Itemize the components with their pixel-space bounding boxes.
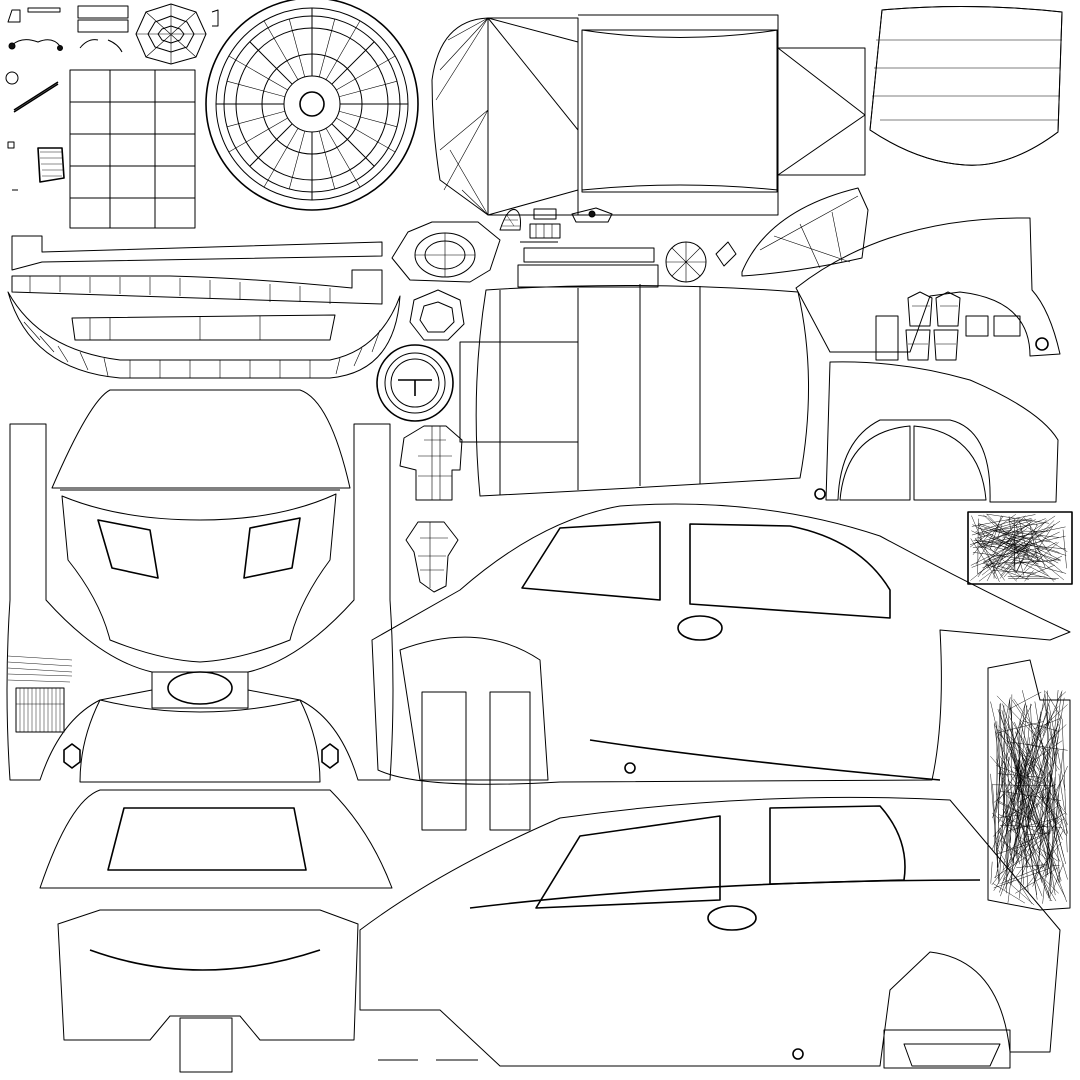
trim-grid-block bbox=[69, 69, 196, 229]
driver-figure bbox=[399, 425, 463, 593]
small-parts-left bbox=[7, 655, 73, 733]
seat-back-panel bbox=[431, 14, 866, 216]
headlight bbox=[391, 221, 501, 341]
rear-bumper bbox=[57, 909, 359, 1073]
small-wheel-hub bbox=[135, 3, 207, 65]
side-body-left bbox=[359, 796, 1061, 1069]
interior-dense-cluster bbox=[967, 511, 1073, 911]
windshield-glass bbox=[869, 5, 1063, 166]
front-fender bbox=[795, 217, 1061, 357]
small-parts-center bbox=[499, 207, 737, 288]
roof-panel bbox=[459, 284, 809, 497]
small-parts-top-left bbox=[5, 5, 219, 191]
mirror-cap bbox=[741, 187, 869, 277]
wheel-rim bbox=[205, 0, 419, 211]
spare-wheel bbox=[376, 344, 454, 422]
door-sill-strips bbox=[11, 235, 383, 305]
front-bumper bbox=[6, 423, 394, 783]
side-body-right bbox=[371, 503, 1071, 831]
rear-glass bbox=[39, 789, 393, 889]
trim-arc bbox=[7, 291, 401, 379]
rear-fender-arches bbox=[814, 361, 1059, 503]
hood-panel bbox=[51, 389, 351, 663]
seat-pieces bbox=[875, 291, 1021, 361]
